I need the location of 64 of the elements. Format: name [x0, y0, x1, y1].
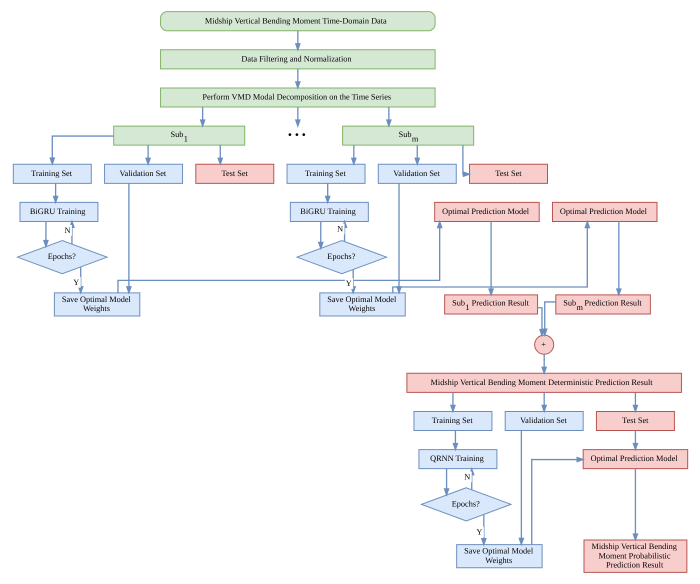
arrow [294, 68, 300, 90]
arrow [452, 430, 458, 452]
arrow [396, 183, 402, 295]
arrow [52, 183, 58, 204]
node-box: Optimal Prediction Model [434, 202, 540, 222]
node-circle: + [534, 334, 554, 355]
edge-label: N [336, 224, 343, 234]
node-box: BiGRU Training [18, 202, 98, 222]
arrow [350, 145, 356, 166]
node-box: Validation Set [104, 164, 183, 184]
arrow [42, 222, 48, 248]
arrow [443, 468, 450, 497]
arrow [317, 222, 324, 250]
node-box: BiGRU Training [289, 202, 368, 222]
arrow [632, 468, 638, 542]
node-box: QRNN Training [418, 449, 497, 470]
arrow [385, 107, 392, 128]
node-box: Training Set [412, 410, 492, 432]
node-box: Midship Vertical Bending Moment Probabilistic Prediction Result [583, 540, 687, 573]
node-box: Save Optimal Model Weights [318, 292, 406, 317]
node-box: Data Filtering and Normalization [160, 49, 436, 70]
arrow [48, 135, 114, 166]
arrow [216, 145, 223, 166]
arrow [632, 392, 638, 414]
arrow [392, 220, 590, 293]
arrow [632, 430, 638, 452]
node-box: Test Set [194, 164, 274, 184]
arrow [540, 392, 547, 414]
node-box: Training Set [286, 164, 366, 184]
arrow [615, 222, 622, 297]
arrow [488, 222, 494, 297]
arrow [518, 430, 524, 546]
arrow [125, 183, 132, 295]
node-box: Save Optimal Model Weights [53, 292, 140, 317]
arrow [294, 107, 300, 128]
node-box: Midship Vertical Bending Moment Time-Domain Data [160, 11, 436, 32]
arrow [144, 145, 151, 166]
node-text: • • • [287, 128, 306, 142]
node-box: Validation Set [504, 410, 584, 432]
edge-label: Y [345, 279, 352, 288]
node-box: Optimal Prediction Model [551, 202, 657, 222]
arrow [324, 183, 330, 204]
node-box: Perform VMD Modal Decomposition on the Time Series [160, 87, 436, 108]
edge-label: N [464, 472, 470, 482]
arrow [414, 145, 420, 166]
arrow [294, 30, 300, 52]
arrow [199, 107, 206, 128]
edge-label: N [64, 226, 70, 235]
node-box: Midship Vertical Bending Moment Deterministic Prediction Result [406, 372, 682, 393]
arrow [77, 266, 84, 295]
edge-label: Y [72, 278, 79, 287]
node-box: Test Set [468, 164, 548, 184]
arrow [530, 456, 584, 544]
arrow [541, 301, 556, 337]
node-box: Optimal Prediction Model [582, 449, 688, 470]
edge-label: Y [476, 528, 482, 537]
arrow [449, 392, 456, 414]
arrow [540, 354, 547, 376]
arrow [462, 145, 471, 178]
node-box: Save Optimal Model Weights [456, 544, 542, 568]
node-box: Test Set [595, 410, 674, 432]
node-box: Training Set [12, 164, 92, 184]
arrow [480, 514, 486, 547]
node-box: Validation Set [377, 164, 456, 184]
